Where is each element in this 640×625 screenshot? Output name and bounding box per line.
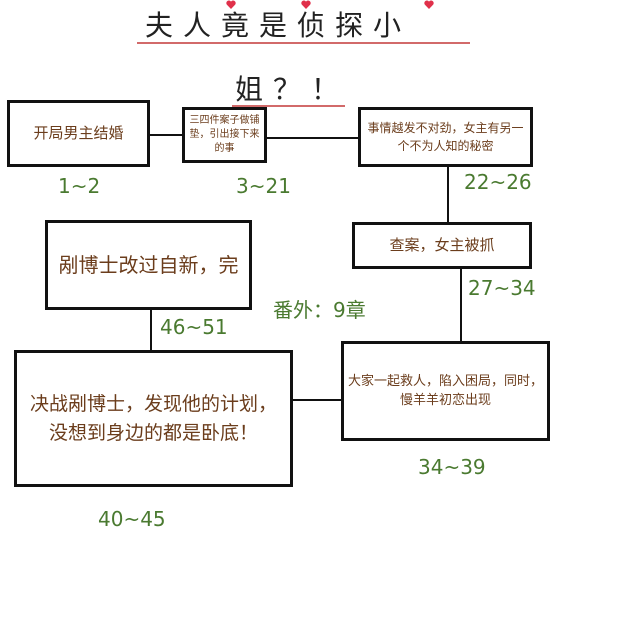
node-text: 开局男主结婚	[33, 124, 124, 143]
node-box-7: 剐博士改过自新，完	[45, 220, 252, 310]
node-box-2: 三四件案子做铺垫，引出接下来的事	[182, 107, 267, 163]
range-label: 22~26	[464, 170, 532, 194]
node-box-6: 决战剐博士，发现他的计划，没想到身边的都是卧底！	[14, 350, 293, 487]
range-label: 3~21	[236, 174, 291, 198]
node-text: 事情越发不对劲，女主有另一个不为人知的秘密	[367, 121, 524, 153]
node-box-4: 查案，女主被抓	[352, 222, 532, 269]
node-text: 三四件案子做铺垫，引出接下来的事	[189, 115, 260, 154]
title-line-2: 姐？！	[235, 73, 350, 106]
range-label: 34~39	[418, 455, 486, 479]
node-box-5: 大家一起救人，陷入困局，同时，慢羊羊初恋出现	[341, 341, 550, 441]
node-text: 决战剐博士，发现他的计划，没想到身边的都是卧底！	[29, 393, 277, 444]
connector	[150, 310, 152, 350]
connector	[267, 137, 358, 139]
connector	[460, 268, 462, 341]
title-underline	[232, 105, 345, 107]
range-label: 46~51	[160, 315, 228, 339]
connector	[293, 399, 341, 401]
heart-icon	[301, 0, 311, 9]
node-text: 查案，女主被抓	[389, 236, 495, 255]
node-box-3: 事情越发不对劲，女主有另一个不为人知的秘密	[358, 107, 533, 167]
title-underline	[137, 42, 470, 44]
heart-icon	[226, 0, 236, 9]
node-text: 剐博士改过自新，完	[58, 253, 239, 277]
title-line-1: 夫人竟是侦探小	[145, 9, 412, 42]
connector	[150, 134, 182, 136]
extra-chapters: 番外：9章	[273, 298, 366, 322]
node-box-1: 开局男主结婚	[7, 100, 150, 167]
range-label: 27~34	[468, 276, 536, 300]
range-label: 40~45	[98, 507, 166, 531]
heart-icon	[424, 0, 434, 9]
range-label: 1~2	[58, 174, 101, 198]
node-text: 大家一起救人，陷入困局，同时，慢羊羊初恋出现	[348, 373, 544, 409]
connector	[447, 166, 449, 222]
